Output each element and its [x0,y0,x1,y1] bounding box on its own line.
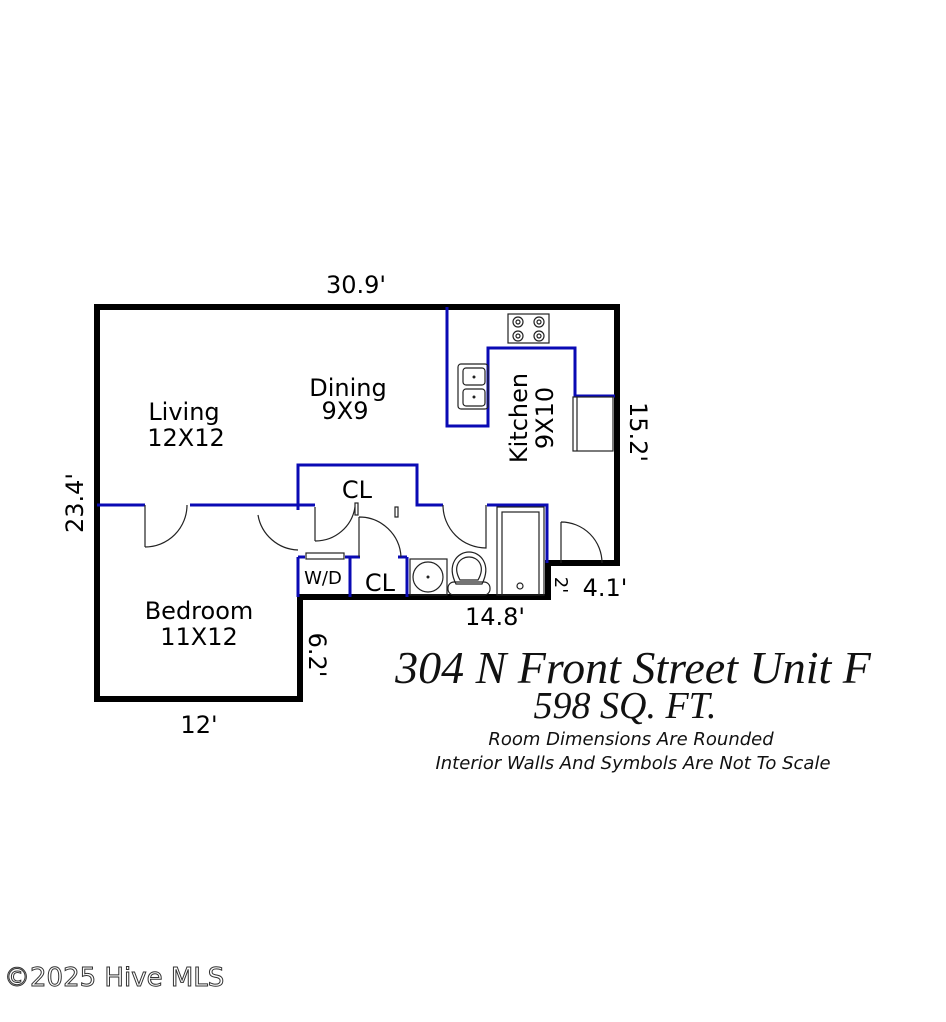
door-closet [358,516,402,558]
bathtub-icon [496,506,545,596]
room-name-living: Living [148,398,219,426]
stove-icon [507,313,550,344]
dimension-step-right: 4.1' [583,574,628,602]
room-size-living: 12X12 [147,424,225,452]
dimension-step-small: 2' [550,577,571,593]
square-footage: 598 SQ. FT. [534,685,717,727]
room-size-dining: 9X9 [322,397,369,425]
door-living-bedroom [144,504,188,548]
room-size-kitchen: 9X10 [531,387,559,449]
dimension-top: 30.9' [326,271,386,299]
dimension-bottom-middle: 14.8' [465,603,525,631]
closet-wall [296,463,443,510]
closet-label: CL [342,476,373,504]
note-line: Interior Walls And Symbols Are Not To Sc… [435,753,830,774]
bath-sink-icon [409,558,448,596]
laundry-label: W/D [304,568,342,589]
bath-wall [487,503,549,563]
door-bedroom-closet [257,502,399,551]
kitchen-counter-wall [445,307,615,428]
closet-label: CL [365,569,396,597]
dimension-bedroom-side: 6.2' [303,633,331,678]
dimension-bedroom-bottom: 12' [180,711,217,739]
room-name-kitchen: Kitchen [505,373,533,463]
dimension-left: 23.4' [61,473,89,533]
door-exterior [560,521,603,564]
room-name-bedroom: Bedroom [145,597,254,625]
toilet-icon [447,551,491,596]
watermark: ©2025 Hive MLS [4,963,224,993]
refrigerator-icon [572,396,614,452]
washer-dryer-icon [305,552,345,560]
note-line: Room Dimensions Are Rounded [488,729,774,750]
exterior-wall [94,304,620,702]
property-address: 304 N Front Street Unit F [394,642,872,693]
laundry-wall [296,555,409,597]
room-name-dining: Dining [309,374,386,402]
dimension-right: 15.2' [624,402,652,462]
kitchen-sink-icon [457,363,489,410]
door-bath [442,504,487,549]
room-size-bedroom: 11X12 [160,623,238,651]
